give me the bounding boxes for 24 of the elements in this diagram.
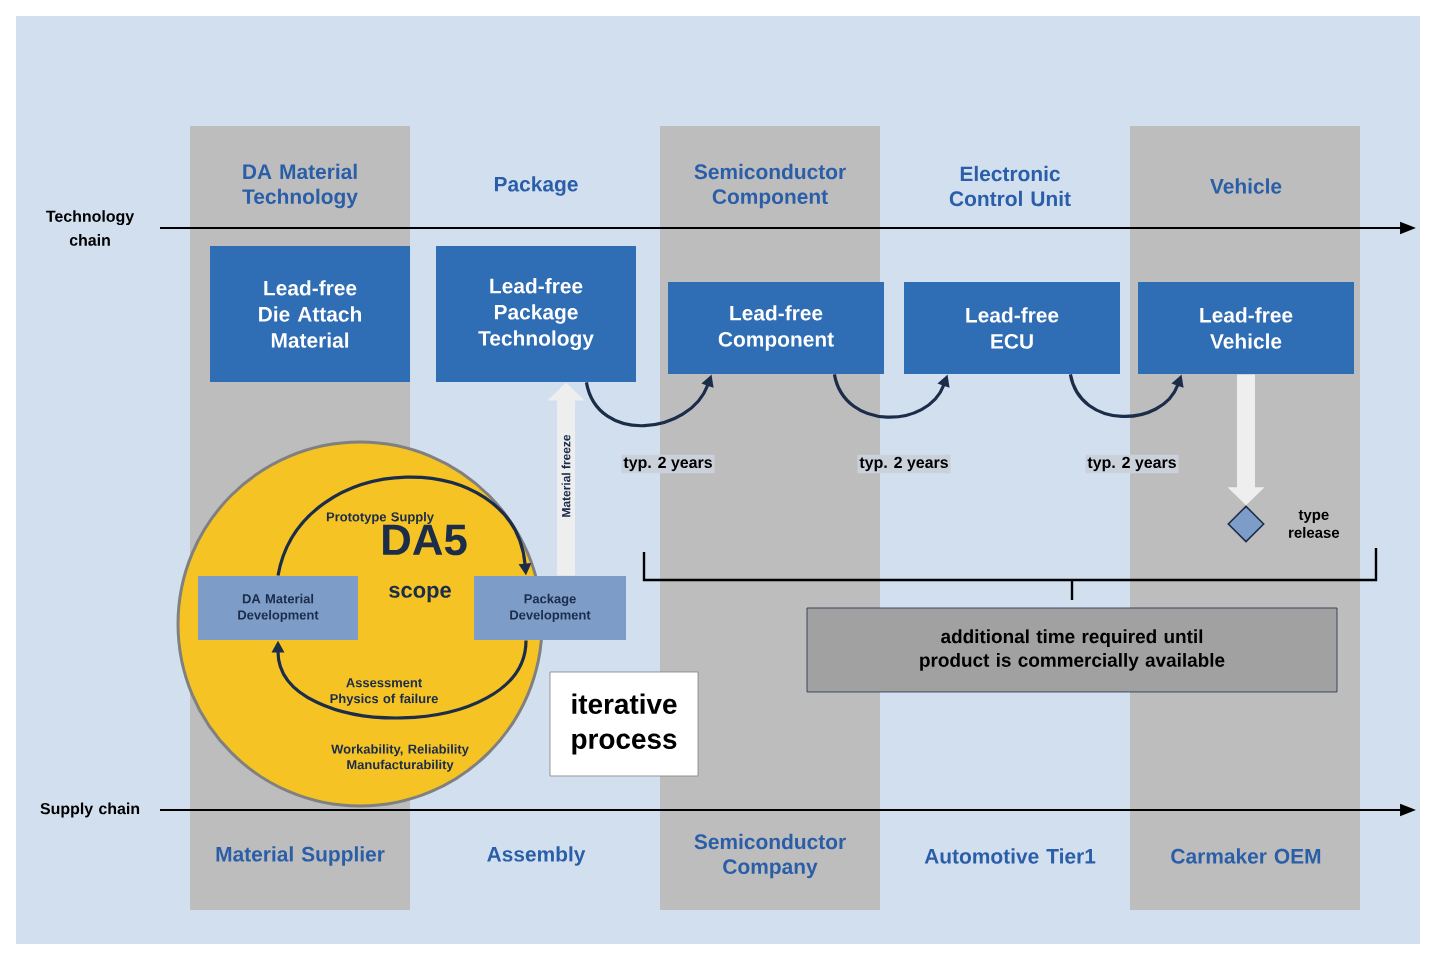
column-heading: Semiconductor Company (694, 833, 846, 879)
column-heading: Vehicle (1210, 178, 1282, 194)
column-heading: Material Supplier (216, 846, 385, 866)
note-box: additional time required until product is commercially available (806, 607, 1338, 693)
column-heading: Electronic Control Unit (949, 165, 1071, 207)
column-heading: Assembly (487, 846, 586, 866)
scope-title: DA5 (383, 524, 467, 556)
column-heading: Carmaker OEM (1171, 848, 1321, 864)
process-box: Lead-free Die Attach Material (210, 246, 410, 382)
arrow (276, 475, 532, 577)
scope-label: scope (389, 585, 451, 603)
process-box: Lead-free Component (668, 282, 884, 374)
process-box: Lead-free Package Technology (436, 246, 636, 382)
column-heading: Package (494, 176, 578, 196)
process-box: Lead-free Vehicle (1138, 282, 1354, 374)
release-diamond (1227, 505, 1265, 543)
arrow (271, 640, 528, 720)
column-heading: Semiconductor Component (694, 163, 846, 209)
note-box: iterative process (549, 671, 699, 777)
column-heading: Automotive Tier1 (924, 848, 1096, 864)
column-heading: DA Material Technology (242, 163, 358, 209)
process-box: Lead-free ECU (904, 282, 1120, 374)
arrow (832, 373, 950, 419)
arrow (1068, 373, 1184, 418)
